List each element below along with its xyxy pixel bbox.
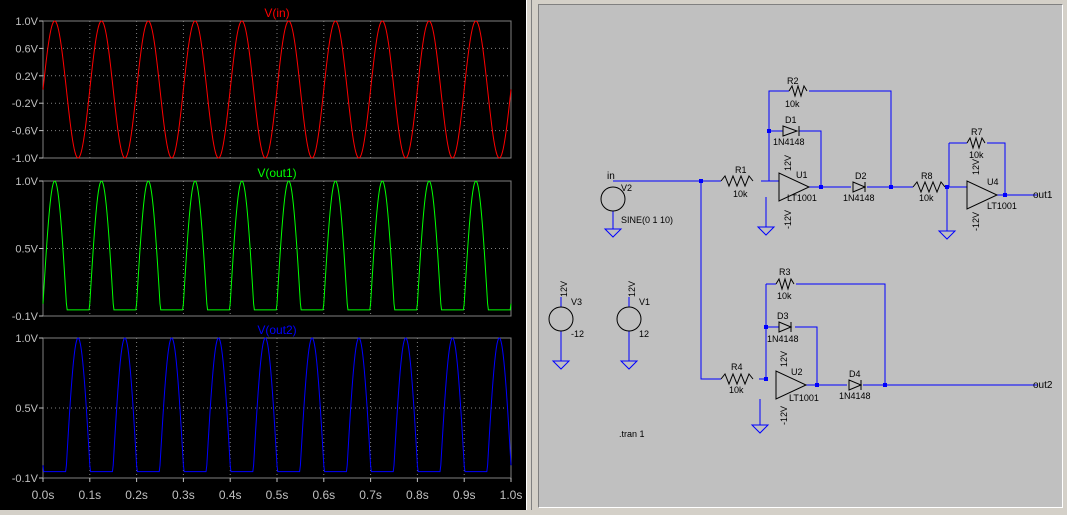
label-out1: out1 (1033, 190, 1053, 201)
ytick-label: 0.5V (15, 403, 38, 415)
label-v2: V2 (621, 183, 632, 193)
label-u2-value: LT1001 (789, 393, 819, 403)
label-v2-value: SINE(0 1 10) (621, 215, 673, 225)
xtick-label: 0.9s (453, 488, 476, 502)
ytick-label: -0.1V (12, 311, 39, 323)
waveform-viewer[interactable]: 1.0V 0.6V 0.2V -0.2V -0.6V -1.0V V(in) 1.0V 0.5V… (0, 0, 526, 510)
xtick-label: 0.8s (406, 488, 429, 502)
label-u1-vpos: 12V (783, 155, 793, 171)
label-u1-vneg: -12V (783, 210, 793, 229)
label-r1: R1 (735, 165, 747, 175)
label-r1-value: 10k (733, 189, 748, 199)
label-d2-value: 1N4148 (843, 193, 875, 203)
xtick-label: 0.3s (172, 488, 195, 502)
ytick-label: 1.0V (15, 16, 38, 28)
label-d4-value: 1N4148 (839, 391, 871, 401)
plot-title[interactable]: V(out2) (257, 323, 296, 337)
label-d3: D3 (777, 311, 789, 321)
label-u4: U4 (987, 177, 999, 187)
resistor-icon[interactable] (720, 84, 986, 386)
label-u2-vneg: -12V (779, 406, 789, 425)
voltage-source-icon[interactable] (548, 186, 642, 332)
ytick-label: 0.6V (15, 43, 38, 55)
label-r8: R8 (921, 171, 933, 181)
plot-panel-2[interactable]: 1.0V 0.5V -0.1V V(out2) (12, 323, 512, 485)
label-r2: R2 (787, 76, 799, 86)
plot-title[interactable]: V(in) (264, 6, 289, 20)
ground-icon (551, 226, 957, 434)
label-r3: R3 (779, 267, 791, 277)
trace-line[interactable] (42, 20, 512, 159)
ytick-label: 1.0V (15, 333, 38, 345)
xtick-label: 0.5s (266, 488, 289, 502)
label-v3-rail: 12V (559, 281, 569, 297)
ytick-label: 1.0V (15, 176, 38, 188)
label-r8-value: 10k (919, 193, 934, 203)
label-v1-value: 12 (639, 329, 649, 339)
label-in: in (607, 171, 615, 182)
circuit-schematic[interactable]: in V2 SINE(0 1 10) R1 10k R2 10k D1 1N41… (539, 5, 1062, 507)
label-u1-value: LT1001 (787, 193, 817, 203)
label-d3-value: 1N4148 (767, 334, 799, 344)
label-d1-value: 1N4148 (773, 137, 805, 147)
label-v1: V1 (639, 297, 650, 307)
label-r7-value: 10k (969, 150, 984, 160)
diode-icon[interactable] (778, 125, 867, 391)
trace-line[interactable] (42, 180, 512, 311)
trace-line[interactable] (42, 337, 512, 473)
xtick-label: 1.0s (500, 488, 523, 502)
xtick-label: 0.1s (78, 488, 101, 502)
ytick-label: -0.2V (12, 98, 39, 110)
schematic-editor[interactable]: in V2 SINE(0 1 10) R1 10k R2 10k D1 1N41… (532, 0, 1067, 510)
xtick-label: 0.4s (219, 488, 242, 502)
label-v3-value: -12 (571, 329, 584, 339)
ytick-label: 0.5V (15, 244, 38, 256)
label-r4-value: 10k (729, 385, 744, 395)
plot-title[interactable]: V(out1) (257, 166, 296, 180)
label-v3: V3 (571, 297, 582, 307)
label-r3-value: 10k (777, 291, 792, 301)
label-out2: out2 (1033, 380, 1053, 391)
junction-dots (699, 129, 1007, 387)
pane-splitter[interactable] (526, 0, 532, 510)
waveform-plots[interactable]: 1.0V 0.6V 0.2V -0.2V -0.6V -1.0V V(in) 1.0V 0.5V… (0, 0, 526, 510)
ytick-label: -0.1V (12, 473, 39, 485)
opamp-icon[interactable] (775, 172, 999, 400)
label-d2: D2 (855, 171, 867, 181)
xtick-label: 0.2s (125, 488, 148, 502)
xtick-label: 0.7s (359, 488, 382, 502)
ytick-label: -0.6V (12, 126, 39, 138)
label-d1: D1 (785, 115, 797, 125)
label-u4-value: LT1001 (987, 201, 1017, 211)
label-tran: .tran 1 (619, 429, 645, 439)
label-v1-rail: 12V (627, 281, 637, 297)
xtick-label: 0.0s (32, 488, 55, 502)
plot-panel-0[interactable]: 1.0V 0.6V 0.2V -0.2V -0.6V -1.0V V(in) (12, 6, 512, 165)
schematic-canvas[interactable]: in V2 SINE(0 1 10) R1 10k R2 10k D1 1N41… (538, 4, 1063, 508)
label-d4: D4 (849, 369, 861, 379)
label-u2: U2 (791, 367, 803, 377)
label-u2-vpos: 12V (779, 351, 789, 367)
plot-panel-1[interactable]: 1.0V 0.5V -0.1V V(out1) (12, 166, 512, 323)
label-u4-vpos: 12V (971, 159, 981, 175)
label-r7: R7 (971, 127, 983, 137)
ytick-label: 0.2V (15, 71, 38, 83)
label-u1: U1 (796, 170, 808, 180)
xtick-label: 0.6s (312, 488, 335, 502)
ytick-label: -1.0V (12, 153, 39, 165)
label-r4: R4 (731, 362, 743, 372)
label-r2-value: 10k (785, 99, 800, 109)
label-u4-vneg: -12V (971, 212, 981, 231)
